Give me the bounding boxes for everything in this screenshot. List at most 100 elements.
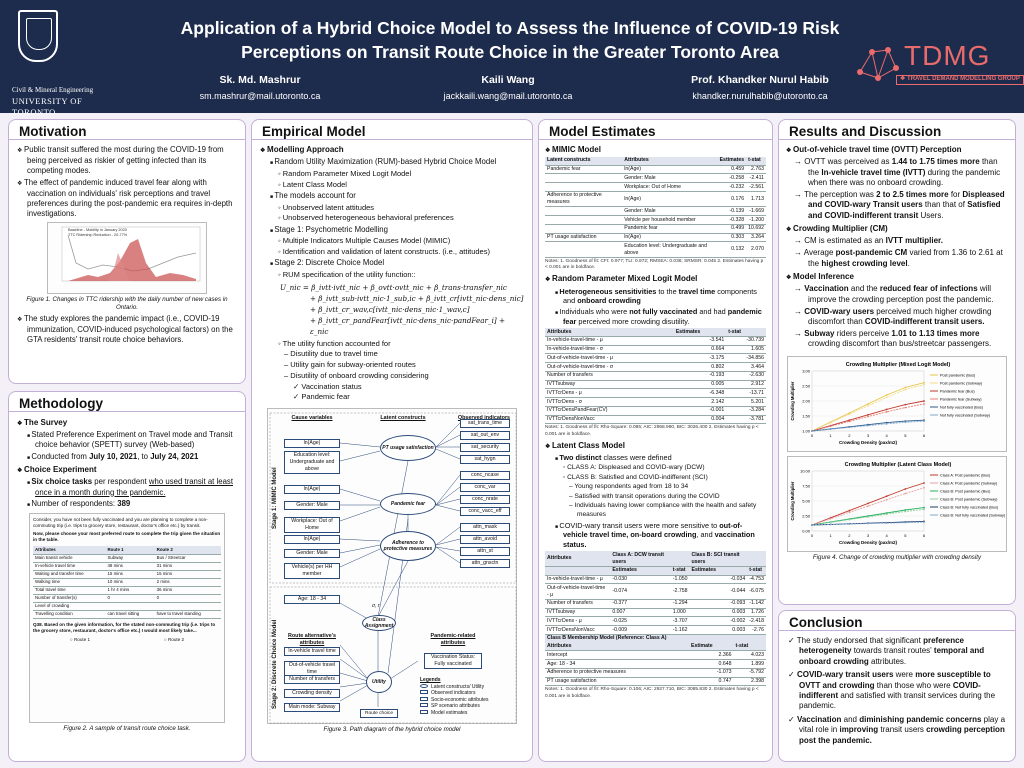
task-cell: Route 1 bbox=[105, 546, 155, 555]
legend-text: Observed indicators bbox=[431, 690, 476, 697]
table-cell: IVTTsubway bbox=[545, 608, 611, 618]
table-cell: Out-of-vehicle-travel-time - μ bbox=[545, 353, 674, 364]
text: 2 to 2.5 times more bbox=[876, 189, 949, 199]
dash-item: Satisfied with transit operations during… bbox=[545, 493, 766, 502]
table-cell: PT usage satisfaction bbox=[545, 677, 690, 687]
text: transit users bbox=[878, 725, 927, 735]
legend-label: Class B: Post pandemic (Subway) bbox=[940, 497, 998, 501]
table-cell: Gender: Male bbox=[622, 206, 718, 217]
observed-indicator: attn_avoid bbox=[460, 535, 510, 545]
route1-option[interactable]: ○ Route 1 bbox=[69, 636, 91, 642]
text: 1.01 to 1.13 times more bbox=[891, 328, 980, 338]
section-title: Motivation bbox=[9, 120, 245, 140]
data-point bbox=[867, 522, 869, 525]
data-point bbox=[829, 428, 832, 430]
x-tick-label: 5 bbox=[904, 533, 907, 538]
figure-caption: Figure 4. Change of crowding multiplier … bbox=[812, 553, 982, 561]
observed-indicator: attn_mask bbox=[460, 523, 510, 533]
y-axis-label: Crowding Multiplier bbox=[790, 481, 795, 520]
subheading: The Survey bbox=[17, 418, 237, 429]
text: preference heterogeneity bbox=[799, 636, 964, 656]
x-tick-label: 0 bbox=[811, 433, 814, 438]
y-tick-label: 2.50 bbox=[802, 513, 811, 518]
cause-node: Vehicle(s) per HH member bbox=[284, 563, 340, 580]
text: perceived more crowding disutility. bbox=[576, 316, 690, 326]
observed-indicator: attn_st bbox=[460, 547, 510, 557]
table-row: Number of transfers-0.377-1.294-0.093-1.… bbox=[545, 599, 766, 609]
legend-title: Legends bbox=[420, 677, 441, 684]
task-cell: Walking time bbox=[33, 578, 106, 587]
text: Average bbox=[803, 248, 836, 258]
table-cell: 1.899 bbox=[733, 659, 766, 669]
data-point bbox=[829, 521, 832, 523]
data-point bbox=[923, 383, 925, 386]
text: improving bbox=[839, 725, 879, 735]
data-point bbox=[829, 425, 832, 427]
sub-bullet: Random Parameter Mixed Logit Model bbox=[260, 169, 524, 179]
choice-task-figure: Consider, you have not been fully vaccin… bbox=[29, 513, 225, 724]
table-cell: 1.605 bbox=[726, 345, 766, 355]
text: Users. bbox=[918, 210, 944, 220]
column-header: Estimates bbox=[717, 156, 747, 166]
text: OVTT was perceived as bbox=[804, 157, 892, 167]
table-cell: 0.003 bbox=[689, 625, 748, 635]
column-subheader: t-stat bbox=[747, 566, 766, 576]
table-cell: IVTTsubway bbox=[545, 380, 674, 390]
observed-indicator: sat_trans_time bbox=[460, 419, 510, 429]
observed-indicator: conc_var bbox=[460, 483, 510, 493]
text: highest crowding level bbox=[821, 258, 908, 268]
table-cell: -6.075 bbox=[747, 583, 766, 600]
data-point bbox=[829, 421, 832, 424]
uoft-name: UNIVERSITY OF TORONTO bbox=[12, 96, 83, 118]
data-point bbox=[811, 523, 813, 526]
table-cell: Pandemic fear bbox=[545, 165, 623, 175]
table-row: Adherence to protective measures-1.073-5… bbox=[545, 668, 766, 678]
chart-title: Crowding Multiplier (Mixed Logit Model) bbox=[846, 362, 951, 368]
text: than that of bbox=[922, 200, 968, 210]
table-cell: -0.044 bbox=[689, 583, 748, 600]
author-email[interactable]: sm.mashrur@mail.utoronto.ca bbox=[199, 90, 321, 101]
data-point bbox=[848, 509, 851, 512]
text: crowding discomfort than bus/streetcar p… bbox=[808, 339, 992, 349]
table-cell: Number of transfers bbox=[545, 599, 611, 609]
column-header: Attributes bbox=[545, 642, 690, 652]
data-point bbox=[923, 381, 925, 384]
bullet: Heterogeneous sensitivities to the trave… bbox=[545, 287, 766, 306]
data-point bbox=[923, 481, 925, 484]
table-cell: 0.459 bbox=[717, 165, 747, 175]
table-cell: In-vehicle-travel-time - μ bbox=[545, 575, 611, 585]
text: COVID-wary transit users were more sensi… bbox=[559, 520, 720, 530]
task-cell: Level of crowding bbox=[33, 602, 106, 611]
author-email[interactable]: jackkaili.wang@mail.utoronto.ca bbox=[443, 90, 573, 101]
table-row: Workplace: Out of Home-0.232-2.561 bbox=[545, 182, 766, 192]
task-cell: 2 mins bbox=[154, 578, 221, 587]
task-cell: Attributes bbox=[33, 546, 106, 555]
table-cell: 0.802 bbox=[673, 362, 727, 372]
author-email[interactable]: khandker.nurulhabib@utoronto.ca bbox=[692, 90, 828, 101]
table-row: Gender: Male-0.258-2.411 bbox=[545, 173, 766, 184]
author-name: Kaili Wang bbox=[481, 74, 535, 86]
data-point bbox=[923, 520, 925, 523]
bullet: Random Utility Maximization (RUM)-based … bbox=[260, 157, 524, 167]
text: travel time bbox=[678, 286, 716, 296]
observed-indicator: attn_gnsctn bbox=[460, 559, 510, 569]
table-cell: -1.294 bbox=[670, 599, 690, 609]
table-cell: -6.348 bbox=[673, 388, 727, 399]
subheading: Crowding Multiplier (CM) bbox=[786, 224, 1008, 235]
data-point bbox=[904, 510, 907, 513]
cause-node: Education level: Undergraduate and above bbox=[284, 451, 340, 475]
table-cell: -2.76 bbox=[747, 625, 766, 635]
text: COVID-indifferent bbox=[799, 680, 981, 700]
data-point bbox=[811, 429, 813, 432]
text: will improve the crowding perception pos… bbox=[808, 284, 994, 304]
legend-swatch bbox=[420, 683, 428, 688]
route2-option[interactable]: ○ Route 2 bbox=[163, 636, 185, 642]
text: In-vehicle travel time (IVTT) bbox=[821, 167, 926, 177]
data-point bbox=[867, 413, 869, 416]
task-intro: Consider, you have not been fully vaccin… bbox=[33, 517, 208, 529]
